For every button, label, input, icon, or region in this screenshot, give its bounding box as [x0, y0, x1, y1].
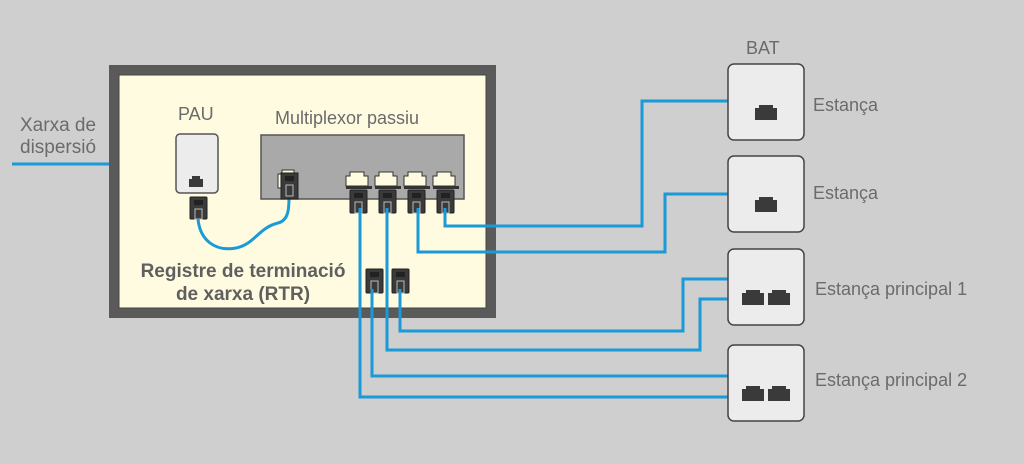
bat-outlet-3: [727, 248, 805, 326]
outlet-jack-icon: [742, 290, 764, 305]
multiplexor-label: Multiplexor passiu: [275, 108, 420, 128]
network-in-label-line2: dispersió: [20, 137, 97, 158]
bat-outlet-1: [727, 63, 805, 141]
wire-rtr1-to-principal-2: [370, 289, 728, 378]
outlet-jack-icon: [755, 105, 777, 120]
pau-box: [175, 133, 219, 194]
wire-to-estanca-2: [416, 192, 728, 254]
outlet-jack-icon: [742, 386, 764, 401]
multiplexor-input-port: [277, 169, 299, 200]
multiplexor-output-port-3: [403, 171, 430, 214]
wire-mux2-to-principal-1: [385, 208, 728, 352]
bat-outlet-4: [727, 344, 805, 422]
room-label-1: Estança: [813, 95, 879, 115]
rtr-label-line2: de xarxa (RTR): [175, 284, 311, 305]
bat-label: BAT: [746, 38, 780, 58]
multiplexor-output-port-1: [345, 171, 372, 214]
outlet-jack-icon: [768, 386, 790, 401]
patch-cord: [196, 192, 291, 251]
wire-mux1-to-principal-2: [358, 208, 728, 399]
rtr-label-line1: Registre de terminació: [140, 261, 346, 282]
wire-to-estanca-1: [443, 99, 728, 228]
network-in-label-line1: Xarxa de: [20, 115, 97, 136]
room-label-3: Estança principal 1: [815, 279, 968, 299]
rtr-connector-1: [365, 268, 384, 294]
bat-outlet-2: [727, 155, 805, 233]
pau-plug-icon: [189, 196, 208, 220]
multiplexor-output-port-4: [432, 171, 459, 214]
room-label-4: Estança principal 2: [815, 370, 968, 390]
outlet-jack-icon: [755, 197, 777, 212]
wire-rtr2-to-principal-1: [398, 277, 728, 333]
multiplexor-output-port-2: [374, 171, 401, 214]
outlet-jack-icon: [768, 290, 790, 305]
room-label-2: Estança: [813, 183, 879, 203]
pau-label: PAU: [178, 104, 214, 124]
pau-jack-icon: [189, 176, 203, 187]
